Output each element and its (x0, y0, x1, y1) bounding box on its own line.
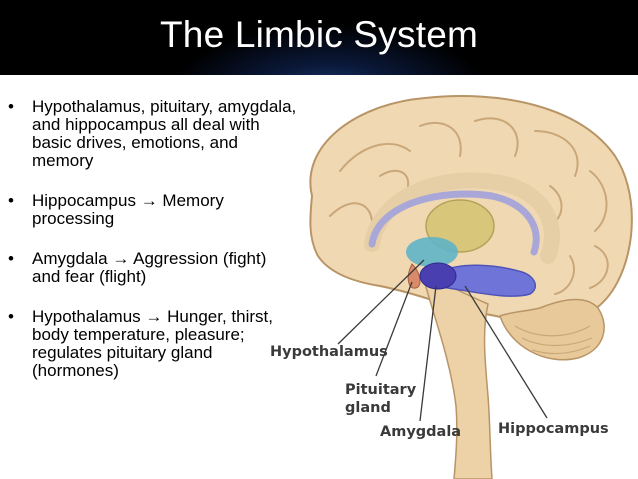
bullet-list: • Hypothalamus, pituitary, amygdala, and… (8, 98, 298, 380)
label-amygdala: Amygdala (380, 424, 461, 440)
bullet-term: Amygdala (32, 249, 108, 268)
label-pituitary-line1: Pituitary (345, 382, 417, 398)
cingulate-gyrus (368, 190, 540, 256)
arrow-icon: → (140, 191, 158, 210)
bullet-dot: • (8, 307, 14, 326)
gyri (329, 117, 609, 295)
brain-illustration: Hypothalamus Pituitary gland Amygdala Hi… (270, 95, 633, 479)
bullet-dot: • (8, 97, 14, 116)
bullet-item: • Hypothalamus → Hunger, thirst, body te… (8, 308, 298, 380)
hypothalamus-region (406, 237, 458, 267)
slide-title: The Limbic System (160, 14, 478, 55)
bullet-item: • Amygdala → Aggression (fight) and fear… (8, 250, 298, 286)
label-pituitary-line2: gland (345, 400, 391, 416)
corpus-callosum (364, 172, 560, 264)
label-hippocampus: Hippocampus (498, 421, 609, 437)
bullet-term: Hypothalamus (32, 307, 141, 326)
bullet-desc: Memory processing (32, 191, 224, 228)
brainstem (420, 270, 493, 479)
bullet-item: • Hypothalamus, pituitary, amygdala, and… (8, 98, 298, 170)
brain-diagram: Hypothalamus Pituitary gland Amygdala Hi… (260, 76, 638, 479)
cerebellum-folds (514, 325, 593, 355)
bullet-term: Hippocampus (32, 191, 136, 210)
arrow-icon: → (112, 249, 130, 268)
label-hypothalamus: Hypothalamus (270, 344, 388, 360)
bullet-text: Hypothalamus, pituitary, amygdala, and h… (32, 97, 297, 170)
bullet-desc: Hunger, thirst, body temperature, pleasu… (32, 307, 273, 380)
amygdala (419, 262, 457, 290)
bullet-item: • Hippocampus → Memory processing (8, 192, 298, 228)
leader-lines (337, 259, 548, 422)
title-bar: The Limbic System (0, 0, 638, 75)
bullet-dot: • (8, 191, 14, 210)
cerebellum (499, 298, 605, 361)
bullet-dot: • (8, 249, 14, 268)
arrow-icon: → (145, 307, 163, 326)
bullet-desc: Aggression (fight) and fear (flight) (32, 249, 267, 286)
